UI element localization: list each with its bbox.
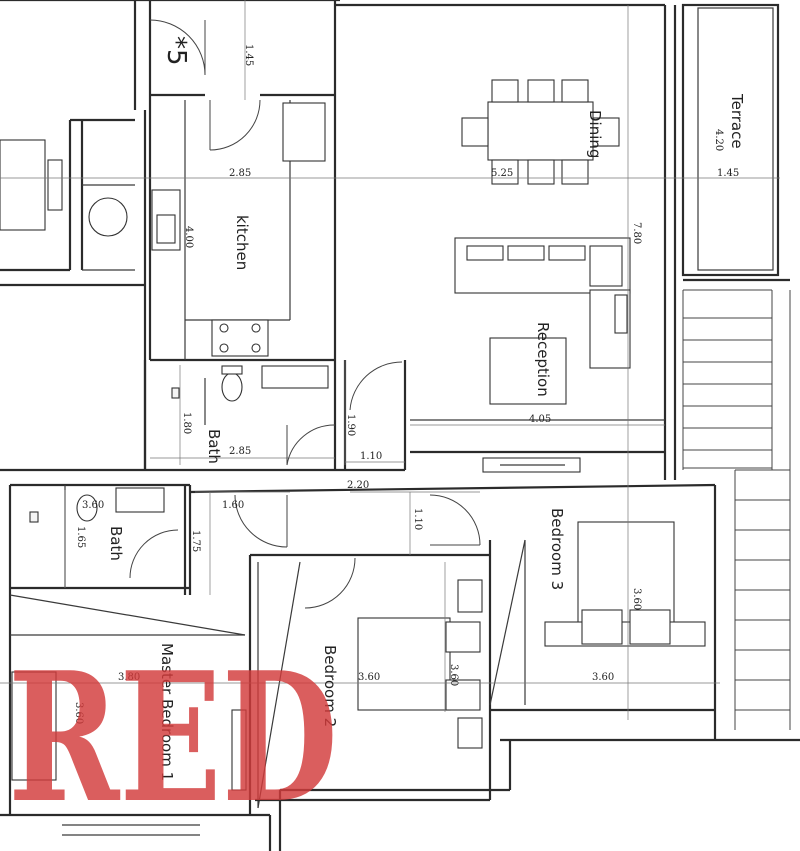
dim-3-60-master-v: 3.60 [73,702,84,724]
room-label-terrace: Terrace [728,93,746,149]
dim-1-60: 1.60 [222,500,244,511]
tv-unit [482,457,581,473]
dim-1-80: 1.80 [181,412,192,434]
room-label-dining: Dining [586,110,604,158]
bedroom-3-bed [544,521,706,647]
bath-2-fixtures [29,487,165,523]
room-label-kitchen: kitchen [233,215,251,270]
master-bed [11,671,247,791]
room-label-bedroom-2: Bedroom 2 [321,645,339,727]
dimension-lines [0,0,780,720]
dim-4-05: 4.05 [529,414,551,425]
room-labels: *5 Dining Terrace kitchen Reception Bath… [107,36,746,781]
unit-marker: *5 [161,36,191,66]
dim-3-60-bed3-h: 3.60 [592,672,614,683]
sofa [454,237,631,405]
dim-1-45-terrace: 1.45 [717,168,739,179]
dimension-labels: 1.45 2.85 5.25 1.45 4.20 4.00 7.80 4.05 … [73,44,739,724]
dim-1-45: 1.45 [243,44,254,66]
stairs-right [682,289,791,730]
room-label-bath-2: Bath [107,526,125,561]
dim-3-60-bed2-h: 3.60 [358,672,380,683]
kitchen-fixtures [0,102,326,357]
red-watermark-logo: RED [8,633,338,842]
dim-2-20: 2.20 [347,480,369,491]
dim-4-20: 4.20 [713,129,724,151]
dining-set [461,79,620,185]
room-label-master-bedroom: Master Bedroom 1 [158,643,176,781]
dim-3-60-bath: 3.60 [82,500,104,511]
room-label-bath-1: Bath [205,429,223,464]
dim-1-75: 1.75 [190,530,201,552]
dim-1-10-bed: 1.10 [412,508,423,530]
dim-3-60-bed3-v: 3.60 [631,588,642,610]
dim-4-00: 4.00 [183,226,194,248]
dim-3-80: 3.80 [118,672,140,683]
dim-1-10-hall: 1.10 [360,451,382,462]
bath-1-fixtures [171,365,329,425]
dim-2-85-bath: 2.85 [229,446,251,457]
room-label-reception: Reception [534,322,552,397]
dim-1-65: 1.65 [75,526,86,548]
dim-5-25: 5.25 [491,168,513,179]
door-swings [129,19,481,609]
bedroom-2-bed [357,579,483,749]
dim-1-90: 1.90 [345,414,356,436]
dim-7-80: 7.80 [631,222,642,244]
room-label-bedroom-3: Bedroom 3 [548,508,566,590]
dim-2-85-top: 2.85 [229,168,251,179]
dim-3-60-bed2-v: 3.60 [448,664,459,686]
logo-text: RED [8,633,338,842]
